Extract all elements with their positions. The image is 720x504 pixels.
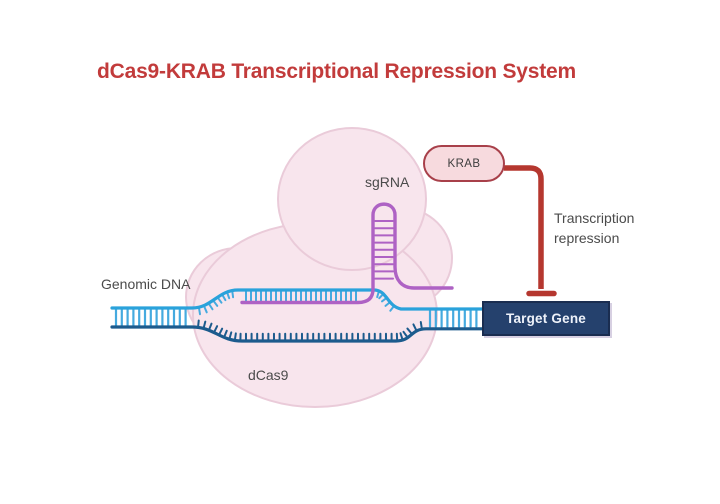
- sgrna-strand: [240, 202, 454, 305]
- sgrna-hairpin-rungs: [374, 220, 394, 280]
- krab-domain-pill: KRAB: [423, 145, 505, 182]
- repression-line: [504, 165, 544, 289]
- dna-base-pair-rungs: [114, 289, 478, 342]
- dcas9-label: dCas9: [248, 367, 289, 383]
- dna-tick: [207, 302, 214, 311]
- krab-label: KRAB: [447, 157, 481, 170]
- dcas9-protein-blob: [185, 127, 453, 408]
- sgrna-molecule: [240, 202, 454, 305]
- target-gene-box: Target Gene: [482, 301, 610, 336]
- repression-connector: [504, 165, 557, 297]
- genomic-dna-strands: [110, 288, 488, 343]
- dcas9-top-lobe: [277, 127, 427, 271]
- dna-tick: [203, 305, 208, 314]
- sgrna-label: sgRNA: [365, 174, 410, 190]
- page-title: dCas9-KRAB Transcriptional Repression Sy…: [97, 60, 577, 83]
- dna-bottom-strand: [110, 325, 488, 343]
- genomic-dna-label: Genomic DNA: [101, 276, 191, 292]
- target-gene-label: Target Gene: [506, 311, 586, 326]
- dna-top-strand: [110, 288, 488, 311]
- dna-tick: [197, 306, 202, 316]
- transcription-repression-label: Transcription repression: [554, 210, 635, 246]
